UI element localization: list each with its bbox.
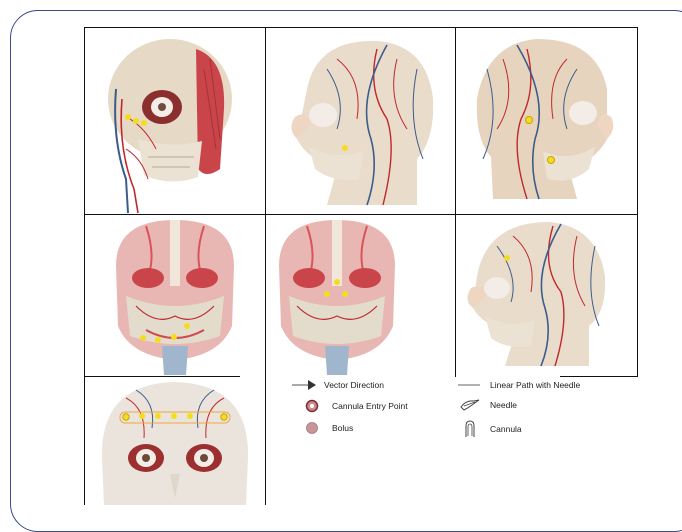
legend-label: Cannula (490, 424, 522, 434)
legend-cannula-entry: Cannula Entry Point (300, 399, 408, 413)
panel-frontal-face-nasal (267, 216, 454, 375)
injection-marker (504, 255, 510, 261)
panel-frontal-face-perioral (86, 216, 264, 375)
line-icon (458, 378, 482, 392)
legend-cannula: Cannula (458, 422, 522, 436)
legend-vector-direction: Vector Direction (292, 378, 384, 392)
grid-line (84, 27, 85, 505)
needle-icon (458, 398, 482, 412)
panel-frontal-skull-forehead (86, 378, 264, 505)
cannula-icon (458, 422, 482, 436)
legend-label: Linear Path with Needle (490, 380, 580, 390)
legend-linear-path: Linear Path with Needle (458, 378, 580, 392)
injection-marker (548, 157, 555, 164)
legend-needle: Needle (458, 398, 517, 412)
legend-label: Bolus (332, 423, 353, 433)
panel-lateral-head-neck (267, 29, 454, 213)
cannula-entry-icon (300, 399, 324, 413)
grid-line (637, 27, 638, 377)
injection-marker (526, 117, 533, 124)
grid-line (265, 27, 266, 505)
panel-anterior-oblique-head (86, 29, 264, 213)
grid-line (84, 376, 240, 377)
injection-marker (342, 145, 348, 151)
panel-lateral-temporal (457, 216, 636, 375)
panel-lateral-head-vessels (457, 29, 636, 213)
arrow-icon (292, 378, 316, 392)
grid-line (84, 214, 637, 215)
grid-line (84, 27, 637, 28)
legend-label: Vector Direction (324, 380, 384, 390)
bolus-icon (300, 421, 324, 435)
grid-line (455, 27, 456, 377)
legend-label: Cannula Entry Point (332, 401, 408, 411)
grid-line (560, 376, 637, 377)
legend-bolus: Bolus (300, 421, 353, 435)
legend-label: Needle (490, 400, 517, 410)
